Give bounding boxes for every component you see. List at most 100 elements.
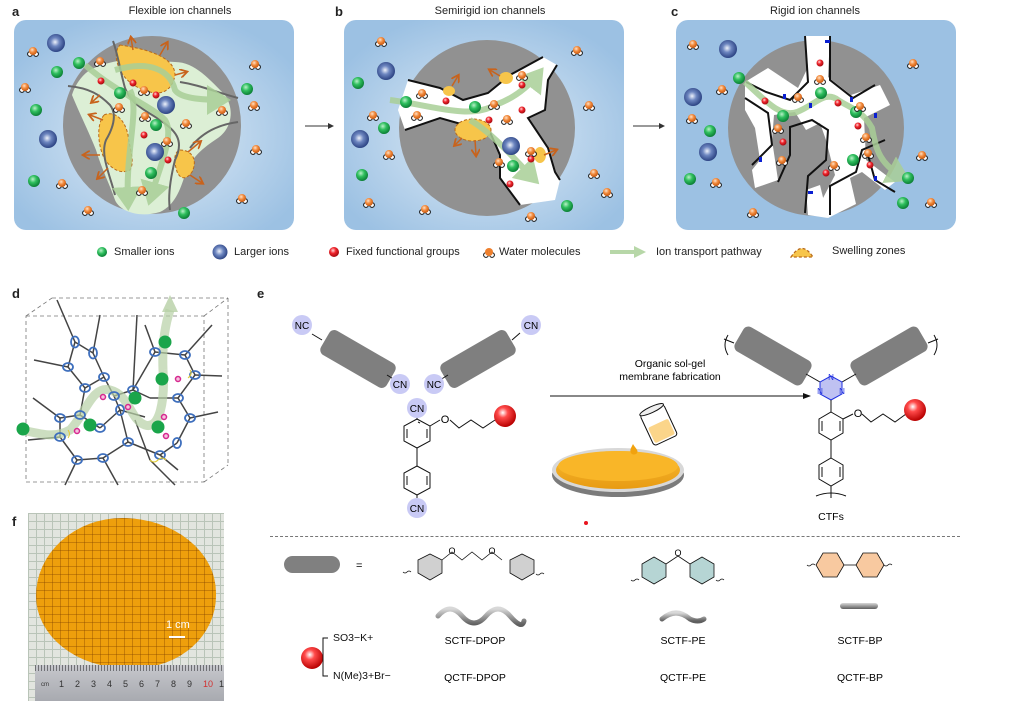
monomer-linker-right: CN NC xyxy=(424,315,541,394)
linker-block-symbol xyxy=(284,556,340,573)
ion-transport-arrow-icon xyxy=(610,246,646,258)
ruler-number: 8 xyxy=(171,679,177,689)
bracket xyxy=(322,637,328,677)
red-dot-marker xyxy=(584,521,588,525)
ruler-number: 9 xyxy=(187,679,193,689)
legend-label: Smaller ions xyxy=(114,246,175,258)
panel-title-a: Flexible ion channels xyxy=(128,5,232,17)
svg-text:N: N xyxy=(839,387,845,396)
ruler: cm 1 2 3 4 5 6 7 8 9 10 11 xyxy=(35,665,224,701)
reaction-condition-line2: membrane fabrication xyxy=(619,371,721,383)
ruler-number: 11 xyxy=(219,679,224,689)
linker-s-label: SCTF-DPOP xyxy=(445,635,506,647)
legend-water-molecules: Water molecules xyxy=(483,246,581,258)
legend-swelling-zones: Swelling zones xyxy=(790,244,905,258)
equals-sign: = xyxy=(356,560,362,572)
ether-oxygen-label: O xyxy=(674,548,681,558)
ctf-network-3d-diagram xyxy=(16,295,229,486)
nitrile-nc-label: NC xyxy=(295,321,309,332)
panel-b-schematic xyxy=(344,20,624,230)
legend-larger-ions: Larger ions xyxy=(212,244,289,260)
linker-q-label: QCTF-BP xyxy=(837,672,883,684)
dpop-structure xyxy=(402,551,545,581)
sulfonate-group-label: SO3−K+ xyxy=(333,632,374,644)
pe-structure xyxy=(630,555,725,585)
ctf-product-structure: N N N O CTFs xyxy=(723,326,939,523)
legend-label: Larger ions xyxy=(234,246,290,258)
ether-oxygen-label: O xyxy=(441,414,450,426)
reaction-condition-line1: Organic sol-gel xyxy=(635,358,706,370)
panel-c-schematic xyxy=(676,20,956,230)
product-label: CTFs xyxy=(818,511,844,523)
water-molecule-icon xyxy=(483,248,495,258)
ether-oxygen-label: O xyxy=(448,546,455,556)
panel-label-d: d xyxy=(12,286,20,301)
legend-label: Swelling zones xyxy=(832,245,906,257)
smaller-ion-icon xyxy=(97,247,107,257)
ruler-numbers: 1 2 3 4 5 6 7 8 9 10 11 xyxy=(59,679,224,689)
legend-ion-transport-pathway: Ion transport pathway xyxy=(610,246,762,258)
svg-text:N: N xyxy=(828,373,834,382)
nitrile-cn-label: CN xyxy=(393,380,407,391)
panel-label-c: c xyxy=(671,4,679,19)
nitrile-cn-label: CN xyxy=(524,321,538,332)
rigid-rod-icon xyxy=(840,603,878,609)
membrane-photo: 1 cm cm 1 2 3 4 5 6 7 8 9 10 11 xyxy=(28,513,224,701)
ctf-membrane xyxy=(36,518,216,668)
ether-oxygen-label: O xyxy=(488,546,495,556)
functional-group-ball xyxy=(904,399,926,421)
monomer-linker-left: NC CN xyxy=(292,315,410,394)
scale-bar xyxy=(169,636,185,638)
legend-label: Water molecules xyxy=(499,246,581,258)
ruler-unit: cm xyxy=(41,682,49,688)
legend-label: Fixed functional groups xyxy=(346,246,460,258)
bp-structure xyxy=(806,552,893,578)
ion-channel-schematics xyxy=(14,20,956,230)
unit-cell-box xyxy=(25,297,229,483)
functional-group-ball xyxy=(301,647,323,669)
semirigid-chain-icon xyxy=(659,610,707,624)
nitrile-cn-label: CN xyxy=(410,404,424,415)
nitrile-cn-label: CN xyxy=(410,504,424,515)
ruler-number: 4 xyxy=(107,679,113,689)
ruler-number: 5 xyxy=(123,679,129,689)
fixed-functional-group-icon xyxy=(329,247,339,257)
triazine-rings xyxy=(54,335,201,465)
ammonium-group-label: N(Me)3+Br− xyxy=(333,670,391,682)
beaker-icon xyxy=(639,403,678,446)
legend-smaller-ions: Smaller ions xyxy=(96,246,175,258)
ruler-number: 2 xyxy=(75,679,81,689)
ruler-number: 1 xyxy=(59,679,65,689)
panel-label-b: b xyxy=(335,4,343,19)
ruler-number: 6 xyxy=(139,679,145,689)
side-chains xyxy=(67,369,192,463)
nitrile-nc-label: NC xyxy=(427,380,441,391)
network-bonds xyxy=(27,299,223,486)
panel-a-schematic xyxy=(14,20,294,230)
ruler-number: 3 xyxy=(91,679,97,689)
panel-label-f: f xyxy=(12,514,17,529)
ctf-synthesis-scheme: NC CN CN NC CN O CN Organic sol-gel memb… xyxy=(292,315,939,525)
panel-label-a: a xyxy=(12,4,20,19)
ether-oxygen-label: O xyxy=(854,408,863,420)
linker-q-label: QCTF-DPOP xyxy=(444,672,506,684)
linker-definitions: = O O SCTF-DPOP QCTF-DPOP O SCTF-PE QCTF… xyxy=(284,546,893,684)
larger-ion-icon xyxy=(212,244,228,260)
section-divider xyxy=(270,536,960,537)
petri-dish-illustration xyxy=(552,444,684,497)
legend-label: Ion transport pathway xyxy=(656,246,762,258)
ruler-ticks xyxy=(35,665,224,671)
panel-title-b: Semirigid ion channels xyxy=(434,5,546,17)
linker-q-label: QCTF-PE xyxy=(660,672,706,684)
triazine-n-labels: N N N xyxy=(817,373,845,396)
ruler-number: 10 xyxy=(203,679,214,689)
flexible-chain-icon xyxy=(435,606,527,627)
panel-title-c: Rigid ion channels xyxy=(770,5,860,17)
svg-text:N: N xyxy=(817,387,823,396)
functional-groups xyxy=(73,375,182,440)
ruler-number: 7 xyxy=(155,679,161,689)
membrane-grid-overlay xyxy=(36,518,216,668)
functional-group-ball xyxy=(494,405,516,427)
smaller-ions xyxy=(16,335,172,436)
scale-bar-label: 1 cm xyxy=(166,619,190,631)
